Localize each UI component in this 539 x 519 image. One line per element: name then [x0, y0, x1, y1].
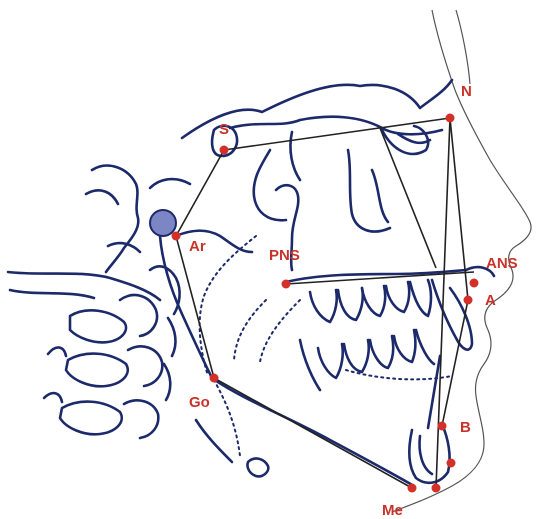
landmark-points: [172, 114, 479, 493]
label-s: S: [219, 121, 229, 138]
landmark-dot-pog: [447, 459, 456, 468]
landmark-dot-ans: [470, 279, 479, 288]
landmark-dot-me: [408, 484, 417, 493]
label-b: B: [460, 419, 471, 436]
label-n: N: [461, 83, 472, 100]
label-a: A: [485, 292, 496, 309]
mandibular-plane-line: [214, 378, 412, 488]
label-pns: PNS: [269, 247, 300, 264]
landmark-dot-ar: [172, 232, 181, 241]
landmark-dot-a: [464, 296, 473, 305]
label-go: Go: [189, 394, 210, 411]
label-me: Me: [382, 502, 403, 519]
analysis-lines: [176, 118, 474, 488]
label-ans: ANS: [486, 255, 518, 272]
label-ar: Ar: [189, 238, 206, 255]
landmark-dot-gn: [432, 484, 441, 493]
landmark-dot-s: [220, 146, 229, 155]
landmark-dot-n: [446, 114, 455, 123]
skull-tracing: [8, 80, 494, 486]
ramus-line: [176, 236, 214, 378]
sella-articulare-line: [176, 150, 224, 236]
landmark-dot-go: [210, 374, 219, 383]
landmark-dot-pns: [282, 280, 291, 289]
landmark-dot-b: [438, 422, 447, 431]
nasion-menton-line: [436, 118, 450, 488]
condyle-marker: [150, 210, 176, 236]
